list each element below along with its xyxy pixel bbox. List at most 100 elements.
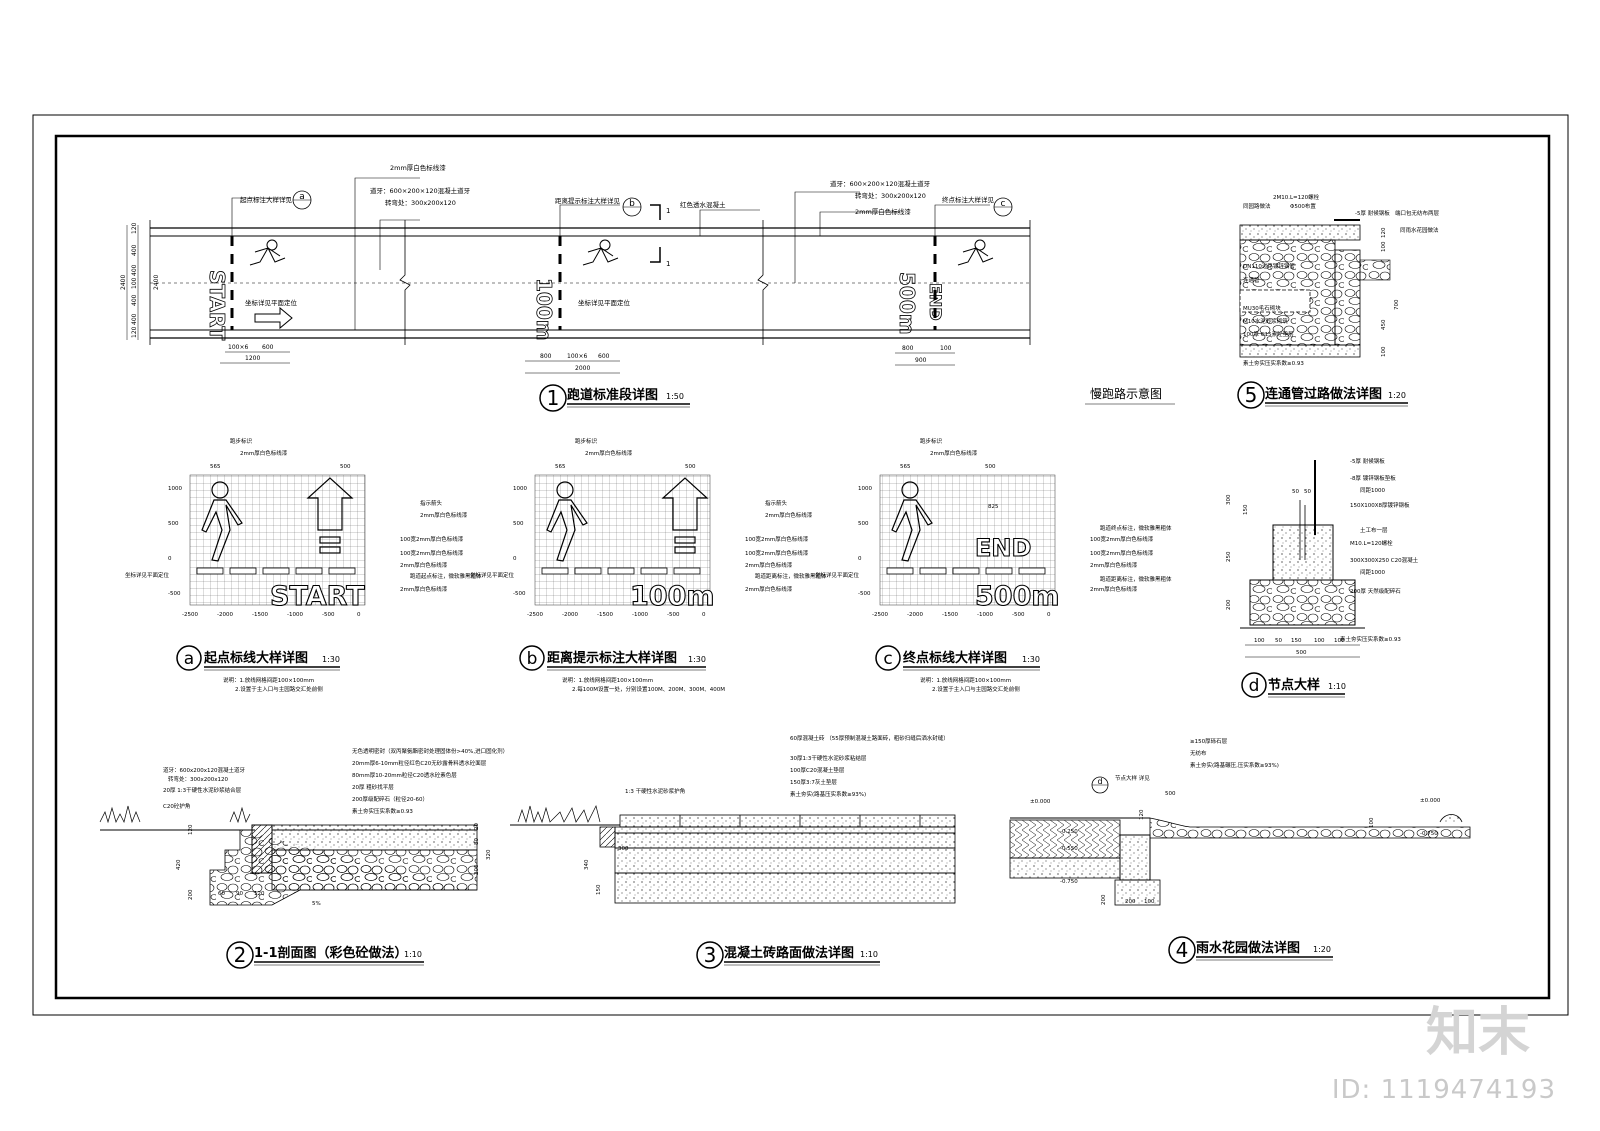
d5-label-1: -5厚 耐候钢板	[1355, 209, 1390, 217]
title-d: d 节点大样 1:10	[1241, 672, 1346, 698]
axis-y-a-1: 500	[168, 521, 179, 527]
note-b-1: 2.每100M设置一处，分别设置100M、200M、300M、400M	[572, 685, 725, 693]
note-curb2: 转弯处：300x200x120	[385, 198, 456, 207]
dim-500-b: 500	[685, 464, 696, 470]
axis-x-a-4: -500	[322, 612, 335, 618]
dd-dim-h4: 100	[1334, 638, 1345, 644]
svg-text:1-1剖面图（彩色砼做法）: 1-1剖面图（彩色砼做法）	[254, 945, 408, 961]
d2-label-3: 20厚 粗砂找平层	[352, 783, 394, 791]
label-line2mm4-b: 2mm厚白色标线漆	[745, 585, 793, 593]
axis-x-c-3: -1000	[977, 612, 993, 618]
label-run-c: 跑步标识	[920, 437, 943, 445]
axis-x-a-3: -1000	[287, 612, 303, 618]
d2-label-2: 80mm厚10-20mm粒径C20透水砼素色层	[352, 771, 457, 779]
axis-x-b-2: -1500	[597, 612, 613, 618]
note-red-road: 红色透水混凝土	[680, 200, 726, 209]
label-line2mm3-c: 2mm厚白色标线漆	[1090, 561, 1138, 569]
detail-a: START	[189, 474, 366, 613]
dim-b-4: 2000	[575, 365, 590, 372]
dim-120-top: 120	[131, 222, 138, 234]
axis-x-a-5: 0	[357, 612, 361, 618]
d2-label-1: 20mm厚6-10mm粒径红色C20无砂露骨料透水砼面层	[352, 759, 487, 767]
dd-label-9: 素土夯实压实系数≥0.93	[1340, 635, 1401, 643]
dim-400-c: 400	[131, 294, 138, 306]
word-100m: 100m	[630, 581, 715, 612]
svg-text:b: b	[527, 649, 538, 669]
note-b-0: 说明：1.放线网格间距100×100mm	[562, 676, 653, 684]
note-a-0: 说明：1.放线网格间距100×100mm	[223, 676, 314, 684]
d4-label-3: 节点大样 详见	[1115, 774, 1150, 782]
dim-565-b: 565	[555, 464, 566, 470]
dd-label-3: 150X100X8厚镀锌钢板	[1350, 501, 1410, 509]
label-line2mm2-a: 2mm厚白色标线漆	[420, 511, 468, 519]
dim-b-3: 600	[598, 353, 610, 360]
dd-label-4: 土工布一层	[1360, 526, 1388, 534]
title-2: 2 1-1剖面图（彩色砼做法） 1:10	[226, 941, 424, 969]
d5-label-6: DN110过路镀锌钢管	[1243, 262, 1295, 270]
title-b: b 距离提示标注大样详图 1:30 说明：1.放线网格间距100×100mm 2…	[519, 645, 725, 693]
svg-text:1:30: 1:30	[1022, 655, 1040, 664]
arrow-icon	[254, 306, 293, 330]
axis-y-b-3: -500	[513, 591, 526, 597]
word-start: START	[270, 581, 365, 612]
d2-left-2: 20厚 1:3干硬性水泥砂浆结合层	[163, 786, 242, 794]
dim-a-1: 100×6	[228, 344, 248, 351]
svg-text:a: a	[184, 649, 194, 669]
axis-y-c-3: -500	[858, 591, 871, 597]
note-dist-detail: 距离提示标注大样详见	[555, 196, 621, 205]
axis-y-b-1: 500	[513, 521, 524, 527]
axis-y-c-0: 1000	[858, 486, 872, 492]
dd-dim-v3: 200	[1226, 599, 1232, 610]
d2-dim-9: 320	[486, 849, 492, 860]
svg-text:1:10: 1:10	[404, 950, 422, 959]
note-a-1: 2.设置于主入口与主园路交汇处前侧	[235, 685, 323, 693]
dim-565-a: 565	[210, 464, 221, 470]
title-a: a 起点标线大样详图 1:30 说明：1.放线网格间距100×100mm 2.设…	[176, 645, 340, 693]
d2-label-4: 200厚级配碎石（粒径20-60）	[352, 795, 428, 803]
dd-label-5: M10.L=120螺栓	[1350, 539, 1393, 547]
d3-left: 1:3 干硬性水泥砂浆护角	[625, 787, 685, 795]
d5-dim-2: 700	[1394, 299, 1400, 310]
label-w100b-a: 100宽2mm厚白色标线漆	[400, 549, 464, 557]
d5-label-0: 2M10.L=120螺栓	[1273, 193, 1320, 201]
label-line2mm4-a: 2mm厚白色标线漆	[400, 585, 448, 593]
label-w100a-c: 100宽2mm厚白色标线漆	[1090, 535, 1154, 543]
svg-text:5: 5	[1245, 383, 1258, 407]
label-dist-c: 跑道距离标注，微软雅黑粗体	[1100, 575, 1172, 583]
d2-dim-3: 60	[218, 891, 225, 897]
d3-dim-1: 340	[584, 859, 590, 870]
label-line2mm-a: 2mm厚白色标线漆	[240, 449, 288, 457]
outer-border	[32, 114, 1569, 1016]
label-coord-c: 坐标详见平面定位	[815, 571, 860, 579]
detail-5: 2M10.L=120螺栓 -5厚 耐候钢板 同园路做法 Φ500布置 端口包无纺…	[1239, 193, 1440, 367]
svg-text:1:10: 1:10	[1328, 682, 1346, 691]
svg-text:1:10: 1:10	[860, 950, 878, 959]
axis-y-a-3: -500	[168, 591, 181, 597]
svg-text:c: c	[883, 649, 892, 669]
sketch-title: 慢跑路示意图	[1090, 386, 1162, 401]
d3-label-0: 60厚混凝土砖 （55厚预制混凝土路面砖，粗砂扫缝后洒水封缝）	[790, 734, 949, 742]
axis-y-b-0: 1000	[513, 486, 527, 492]
d3-label-4: 素土夯实(路基压实系数≥93%)	[790, 790, 866, 798]
dd-dim-h3: 100	[1314, 638, 1325, 644]
dim-a-3: 1200	[245, 355, 260, 362]
d3-dim-0: 300	[618, 846, 629, 852]
label-coord-b: 坐标详见平面定位	[470, 571, 515, 579]
label-line2mm4-c: 2mm厚白色标线漆	[1090, 585, 1138, 593]
svg-text:连通管过路做法详图: 连通管过路做法详图	[1265, 386, 1382, 402]
dim-500-c: 500	[985, 464, 996, 470]
d2-dim-10: 5%	[312, 901, 321, 907]
dd-label-6: 300X300X250 C20混凝土	[1350, 556, 1419, 564]
dim-400-d: 400	[131, 313, 138, 325]
word-end: END	[975, 534, 1031, 562]
dim-120-bot: 120	[131, 326, 138, 338]
d5-label-4: 端口包无纺布两层	[1395, 209, 1440, 217]
dim-400-b: 400	[131, 264, 138, 276]
axis-x-a-0: -2500	[182, 612, 198, 618]
axis-x-c-1: -2000	[907, 612, 923, 618]
inner-border	[54, 134, 1551, 1000]
dim-c-1: 800	[902, 345, 914, 352]
svg-text:距离提示标注大样详图: 距离提示标注大样详图	[547, 650, 677, 666]
dim-565-c: 565	[900, 464, 911, 470]
